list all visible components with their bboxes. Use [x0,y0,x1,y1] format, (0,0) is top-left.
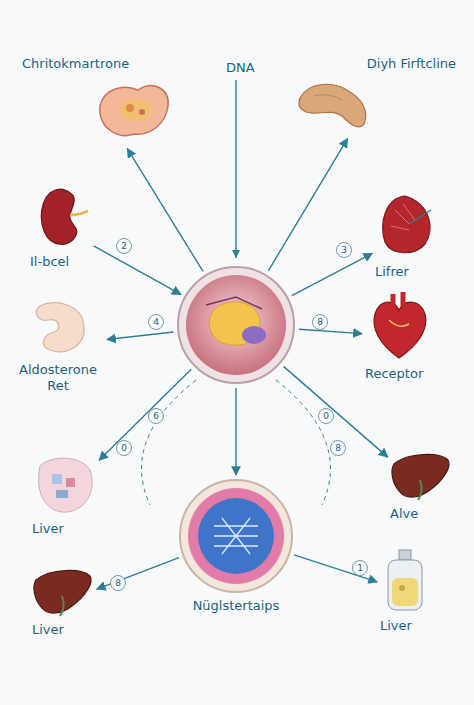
node-label: Il-bcel [30,254,91,270]
organ-node: Liver [32,452,97,537]
cell-cluster-illustration [32,452,97,517]
dashed-curve [276,380,330,505]
organ-illustration [294,76,374,136]
arrow-connector [294,555,377,582]
organ-node: Lifrer [375,190,440,280]
callout-number: 3 [336,242,352,258]
callout-number: 0 [318,408,334,424]
node-label: Lifrer [375,264,440,280]
illustration-frame [32,452,97,517]
illustration-frame [375,190,440,260]
illustration-frame [294,76,374,136]
arrow-connector [127,149,203,272]
dashed-curve [142,380,196,505]
pancreas-illustration [94,76,174,146]
illustration-frame [178,478,294,594]
heart-illustration [369,290,429,362]
node-label: Nüglstertaips [193,598,280,614]
node-label: Diyh Firftcline [367,56,456,72]
node-label: Alve [390,506,452,522]
dna-leader-line [235,80,236,258]
kidney-illustration [36,185,91,250]
illustration-frame [369,290,429,362]
arrow-connector [107,332,173,340]
illustration-frame [390,450,452,502]
vial-illustration [380,548,430,614]
liver-illustration [32,566,94,618]
arrow-connector [235,388,236,475]
node-label: Receptor [365,366,429,382]
illustration-frame [30,296,104,358]
node-label: Aldosterone Ret [12,362,104,394]
callout-number: 4 [148,314,164,330]
illustration-frame [380,548,430,614]
callout-number: 2 [116,238,132,254]
nucleus-disc-illustration [178,478,294,594]
nucleus-circle: Nüglstertaips [178,478,294,614]
organ-node: Chritokmartrone [22,56,174,146]
organ-illustration [375,190,440,260]
cell-illustration [176,265,296,385]
illustration-frame [32,566,94,618]
illustration-frame [36,185,91,250]
organ-node: Liver [32,566,94,638]
illustration-frame [176,265,296,385]
organ-node: Diyh Firftcline [290,56,456,136]
organ-node: Aldosterone Ret [12,296,104,394]
callout-number: 0 [116,440,132,456]
callout-number: 1 [352,560,368,576]
organ-node: Liver [380,548,430,634]
arrow-connector [99,369,191,460]
callout-number: 8 [330,440,346,456]
node-label: Liver [32,622,94,638]
dna-leader-head [232,250,240,258]
organ-node: Receptor [365,290,429,382]
organ-illustration [30,296,92,358]
arrow-connector [299,329,362,333]
organ-node: Alve [390,450,452,522]
cell-circle [176,265,296,385]
node-label: Liver [32,521,97,537]
dna-label: DNA [224,60,257,75]
liver-illustration [390,450,452,502]
arrow-connector [292,253,373,295]
callout-number: 8 [312,314,328,330]
callout-number: 8 [110,575,126,591]
arrow-connector [94,246,181,295]
node-label: Liver [380,618,430,634]
callout-number: 6 [148,408,164,424]
organ-node: Il-bcel [30,185,91,270]
illustration-frame [94,76,174,146]
node-label: Chritokmartrone [22,56,174,72]
